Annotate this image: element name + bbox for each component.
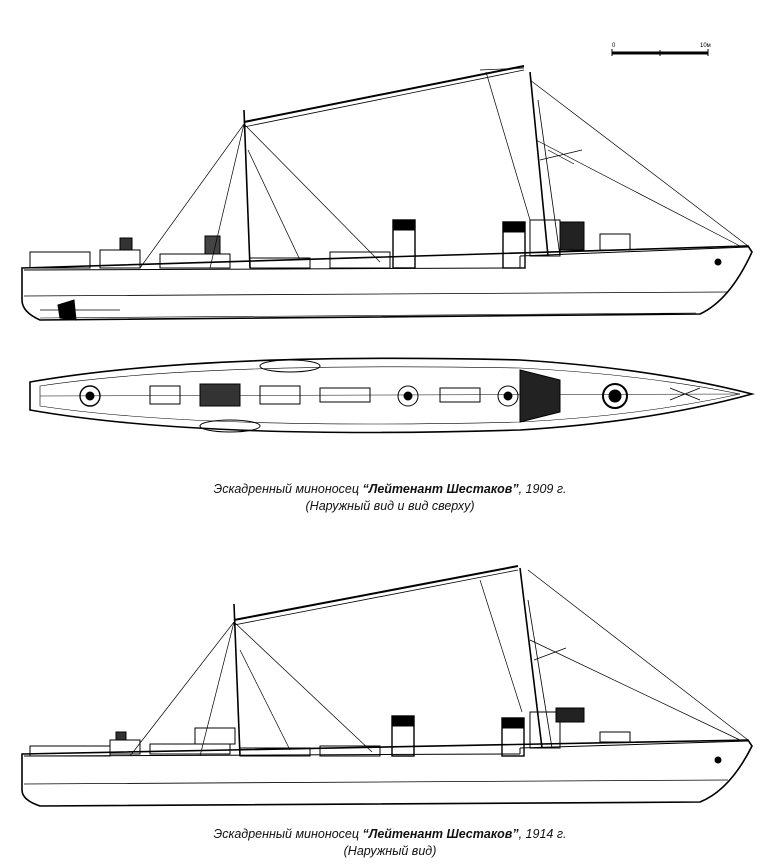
side-view-1909 (21, 65, 753, 321)
top-view-1909 (29, 357, 756, 434)
caption-1909-title: Эскадренный миноносец “Лейтенант Шестако… (0, 481, 780, 498)
caption-1914-ship-name: “Лейтенант Шестаков” (362, 827, 519, 841)
scale-end-label: 10м (700, 43, 711, 49)
caption-1914-subtitle: (Наружный вид) (343, 844, 437, 858)
hull-1914 (21, 739, 753, 807)
caption-1914-title: Эскадренный миноносец “Лейтенант Шестако… (0, 826, 780, 843)
mast-fore (529, 71, 549, 257)
caption-1909: Эскадренный миноносец “Лейтенант Шестако… (0, 481, 780, 515)
hull-1909 (21, 245, 753, 321)
deck-outline-1909 (29, 357, 756, 434)
mast-aft (243, 109, 251, 269)
caption-1914-prefix: Эскадренный миноносец (213, 827, 363, 841)
caption-1909-prefix: Эскадренный миноносец (213, 482, 363, 496)
side-view-1914 (21, 565, 753, 807)
caption-1909-ship-name: “Лейтенант Шестаков” (362, 482, 519, 496)
caption-1914: Эскадренный миноносец “Лейтенант Шестако… (0, 826, 780, 860)
mast-fore-1914 (519, 567, 543, 749)
caption-1914-suffix: , 1914 г. (518, 827, 567, 841)
mast-aft-1914 (233, 603, 241, 757)
caption-1909-subtitle: (Наружный вид и вид сверху) (305, 499, 475, 513)
scale-bar: 0 10м (611, 43, 711, 56)
scale-start-label: 0 (612, 43, 616, 49)
caption-1909-suffix: , 1909 г. (518, 482, 567, 496)
